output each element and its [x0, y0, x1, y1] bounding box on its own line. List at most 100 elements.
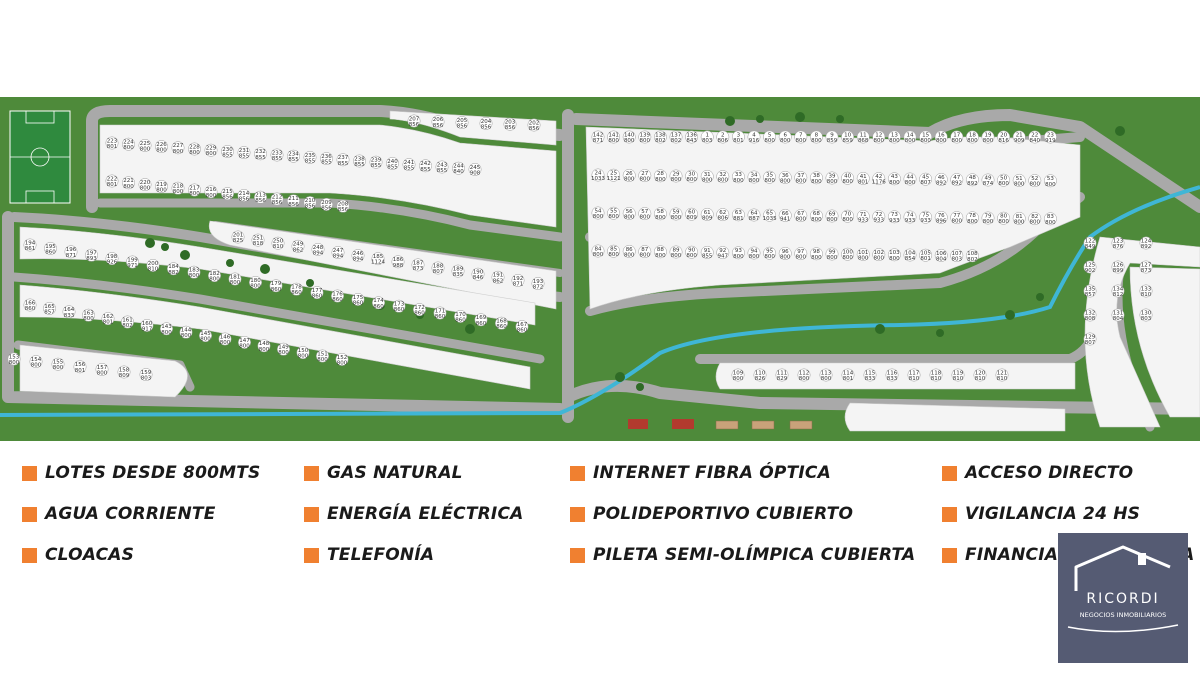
lot-size: 856 [338, 207, 349, 213]
lot-size: 896 [936, 218, 947, 224]
lot-size: 800 [780, 138, 791, 144]
lot-size: 800 [842, 179, 853, 185]
lot-number: 8 [815, 132, 819, 138]
lot-size: 933 [920, 218, 931, 224]
lot-size: 800 [1030, 182, 1041, 188]
lot-number: 36 [782, 173, 789, 179]
lot-size: 810 [909, 376, 920, 382]
lot-number: 104 [905, 250, 916, 256]
lot-size: 801 [920, 256, 931, 262]
lot-size: 800 [671, 177, 682, 183]
lot-number: 239 [371, 158, 382, 164]
logo-underline [1067, 624, 1179, 633]
lot-size: 800 [31, 363, 42, 369]
lot-size: 800 [733, 178, 744, 184]
lot-number: 183 [189, 268, 200, 274]
lot-number: 175 [353, 295, 364, 301]
lot-number: 214 [239, 191, 250, 197]
lot-number: 182 [209, 271, 220, 277]
lot-number: 179 [271, 281, 282, 287]
lot-number: 241 [404, 160, 415, 166]
lot-number: 148 [259, 341, 270, 347]
bullet-square-icon [22, 465, 37, 481]
lot-size: 800 [718, 178, 729, 184]
lot-size: 800 [156, 148, 167, 154]
lot-size: 833 [865, 376, 876, 382]
lot-number: 238 [354, 156, 365, 162]
feature-item: PILETA SEMI-OLÍMPICA CUBIERTA [570, 545, 915, 565]
lot-size: 803 [141, 376, 152, 382]
lot-size: 856 [457, 124, 468, 130]
lot-number: 6 [783, 132, 787, 138]
lot-size: 800 [796, 255, 807, 261]
lot-size: 800 [230, 280, 241, 286]
lot-size: 800 [655, 253, 666, 259]
lot-number: 240 [387, 159, 398, 165]
lot-number: 245 [470, 165, 481, 171]
lot-size: 856 [288, 202, 299, 208]
lot-size: 859 [827, 138, 838, 144]
lot-size: 856 [409, 122, 420, 128]
lot-number: 28 [657, 171, 664, 177]
lot-number: 67 [797, 211, 804, 217]
feature-label: ENERGÍA ELÉCTRICA [327, 504, 524, 524]
lot-number: 99 [829, 249, 836, 255]
lot-size: 812 [1113, 292, 1124, 298]
lot-size: 800 [640, 177, 651, 183]
lot-size: 873 [1141, 268, 1152, 274]
lot-size: 800 [161, 330, 172, 336]
lot-number: 26 [626, 171, 633, 177]
lot-size: 933 [905, 218, 916, 224]
lot-size: 894 [353, 257, 364, 263]
lot-size: 810 [997, 376, 1008, 382]
lot-number: 93 [735, 248, 742, 254]
lot-number: 50 [1000, 176, 1007, 182]
lot-number: 84 [595, 246, 602, 252]
court-icon [715, 420, 813, 430]
lot-number: 4 [752, 132, 756, 138]
lot-size: 933 [889, 218, 900, 224]
lot-number: 157 [97, 365, 108, 371]
lot-number: 213 [255, 193, 266, 199]
lot-number: 155 [53, 360, 64, 366]
feature-label: VIGILANCIA 24 HS [965, 504, 1141, 524]
lot-size: 800 [764, 254, 775, 260]
lot-size: 802 [967, 257, 978, 263]
